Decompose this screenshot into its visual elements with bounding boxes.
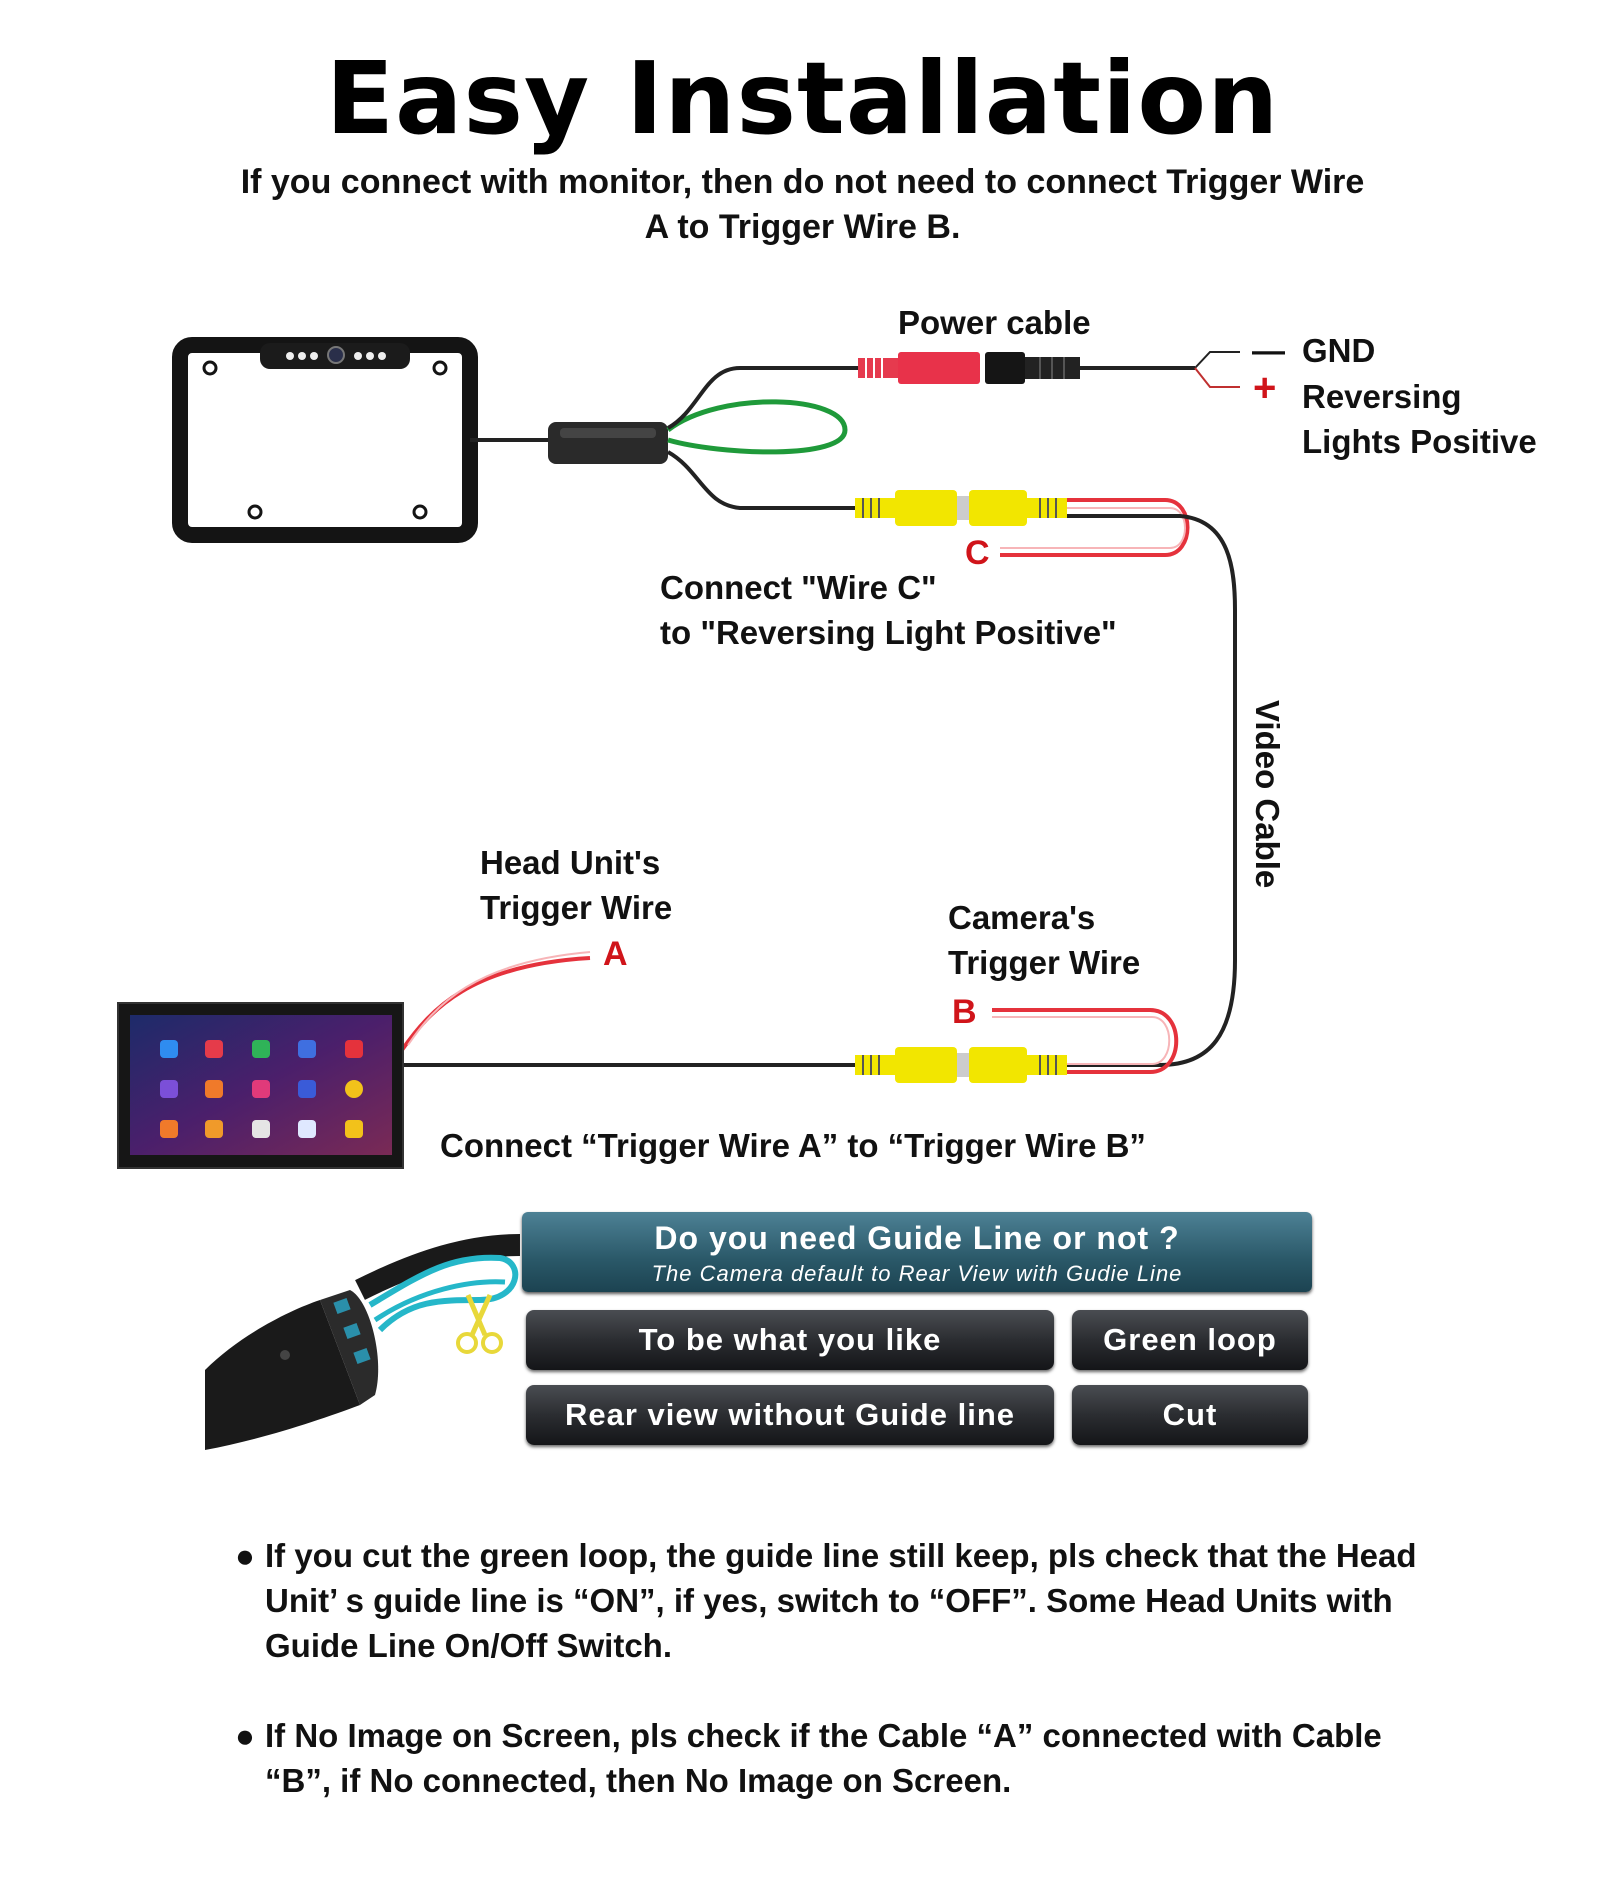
camera-cable-closeup — [205, 1234, 521, 1450]
power-black-plug — [985, 352, 1080, 384]
video-rca-connector-top — [855, 490, 1067, 526]
connect-c-line2: to "Reversing Light Positive" — [660, 614, 1117, 651]
reversing-label-line1: Reversing — [1302, 378, 1462, 415]
note-text: If No Image on Screen, pls check if the … — [265, 1717, 1382, 1799]
camera-trigger-line1: Camera's — [948, 899, 1096, 936]
head-unit-label-line2: Trigger Wire — [480, 889, 673, 926]
note-text: If you cut the green loop, the guide lin… — [265, 1537, 1417, 1664]
license-plate-frame — [172, 337, 478, 543]
note-no-image: ● If No Image on Screen, pls check if th… — [235, 1713, 1435, 1803]
page-title: Easy Installation — [325, 40, 1280, 157]
letter-b: B — [952, 993, 977, 1031]
note-cut-green-loop: ● If you cut the green loop, the guide l… — [235, 1533, 1435, 1668]
green-loop-wire — [666, 399, 848, 455]
gnd-sign: — — [1252, 332, 1285, 369]
guide-line-panel-header: Do you need Guide Line or not ? The Came… — [522, 1212, 1312, 1292]
gnd-label: GND — [1302, 332, 1376, 369]
action-cut: Cut — [1072, 1385, 1308, 1445]
guide-panel-subheading: The Camera default to Rear View with Gud… — [651, 1261, 1183, 1286]
video-cable-line — [1067, 514, 1237, 1067]
bullet-dot: ● — [235, 1537, 255, 1574]
reversing-label-line2: Lights Positive — [1302, 423, 1537, 460]
power-red-plug — [858, 352, 980, 384]
plus-sign: + — [1253, 366, 1277, 410]
action-green-loop: Green loop — [1072, 1310, 1308, 1370]
wire-b-red — [992, 1008, 1179, 1074]
option-no-guide-line: Rear view without Guide line — [526, 1385, 1054, 1445]
video-cable-label: Video Cable — [1249, 700, 1286, 889]
power-cable-label: Power cable — [898, 304, 1091, 341]
head-unit-monitor — [117, 1002, 404, 1169]
wire-a-red — [400, 956, 591, 1052]
connect-ab-label: Connect “Trigger Wire A” to “Trigger Wir… — [440, 1127, 1146, 1164]
connect-c-line1: Connect "Wire C" — [660, 569, 937, 606]
wire-c-red — [1000, 498, 1190, 557]
camera-module — [286, 346, 386, 364]
video-rca-connector-bottom — [855, 1047, 1067, 1083]
letter-a: A — [603, 935, 628, 973]
head-unit-label-line1: Head Unit's — [480, 844, 661, 881]
camera-trigger-line2: Trigger Wire — [948, 944, 1141, 981]
bullet-dot: ● — [235, 1717, 255, 1754]
scissors-icon — [456, 1293, 503, 1354]
subtitle: If you connect with monitor, then do not… — [240, 163, 1365, 246]
guide-panel-heading: Do you need Guide Line or not ? — [654, 1220, 1180, 1256]
wire-c-letter: C — [965, 534, 990, 572]
option-what-you-like: To be what you like — [526, 1310, 1054, 1370]
